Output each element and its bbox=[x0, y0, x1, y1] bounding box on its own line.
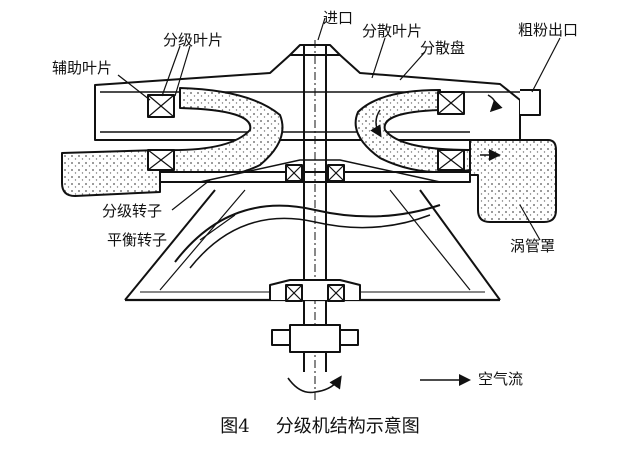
label-coarse-outlet: 粗粉出口 bbox=[518, 21, 579, 39]
label-auxiliary-blades: 辅助叶片 bbox=[52, 59, 113, 77]
upper-casing bbox=[94, 54, 521, 141]
leader-inlet bbox=[317, 17, 326, 41]
label-dispersion-blades: 分散叶片 bbox=[362, 22, 423, 40]
figure-caption: 图4 分级机结构示意图 bbox=[0, 412, 640, 438]
volute-housing bbox=[469, 139, 557, 223]
rotation-arrow bbox=[287, 375, 342, 394]
frame-right-leg bbox=[419, 189, 501, 301]
frame-left-leg bbox=[124, 189, 216, 301]
label-airflow-legend: 空气流 bbox=[478, 370, 524, 388]
hub-cone bbox=[199, 159, 441, 183]
label-balance-rotor: 平衡转子 bbox=[107, 231, 168, 249]
label-inlet: 进口 bbox=[323, 9, 354, 27]
balance-rotor-curve bbox=[174, 204, 441, 263]
left-lower-casing bbox=[61, 149, 161, 197]
balance-rotor-curve-inner bbox=[189, 214, 431, 269]
leader-dispersion-blades bbox=[371, 37, 386, 79]
leader-dispersion-disc bbox=[399, 51, 426, 81]
label-dispersion-disc: 分散盘 bbox=[420, 39, 466, 57]
frame-right-brace bbox=[389, 189, 471, 291]
leader-classifier-blades bbox=[161, 45, 181, 97]
coarse-outlet-pipe bbox=[520, 89, 541, 116]
airflow-arrow-1 bbox=[370, 109, 382, 138]
leader-classifier-blades-2 bbox=[174, 45, 191, 97]
lower-bearing-housing bbox=[269, 279, 361, 300]
airflow-arrow-3 bbox=[487, 94, 503, 113]
label-volute: 涡管罩 bbox=[510, 237, 556, 255]
label-classifier-rotor: 分级转子 bbox=[102, 202, 163, 220]
figure-title: 分级机结构示意图 bbox=[275, 416, 420, 437]
leader-auxiliary-blades bbox=[117, 74, 151, 101]
leader-volute bbox=[519, 204, 541, 241]
pulley-hub bbox=[289, 324, 341, 353]
figure-number: 图4 bbox=[220, 416, 250, 437]
leader-coarse-outlet bbox=[531, 37, 561, 93]
leader-classifier-rotor bbox=[171, 179, 211, 211]
frame-left-brace bbox=[159, 189, 246, 291]
leader-balance-rotor bbox=[199, 214, 236, 241]
label-classifier-blades: 分级叶片 bbox=[163, 31, 224, 49]
